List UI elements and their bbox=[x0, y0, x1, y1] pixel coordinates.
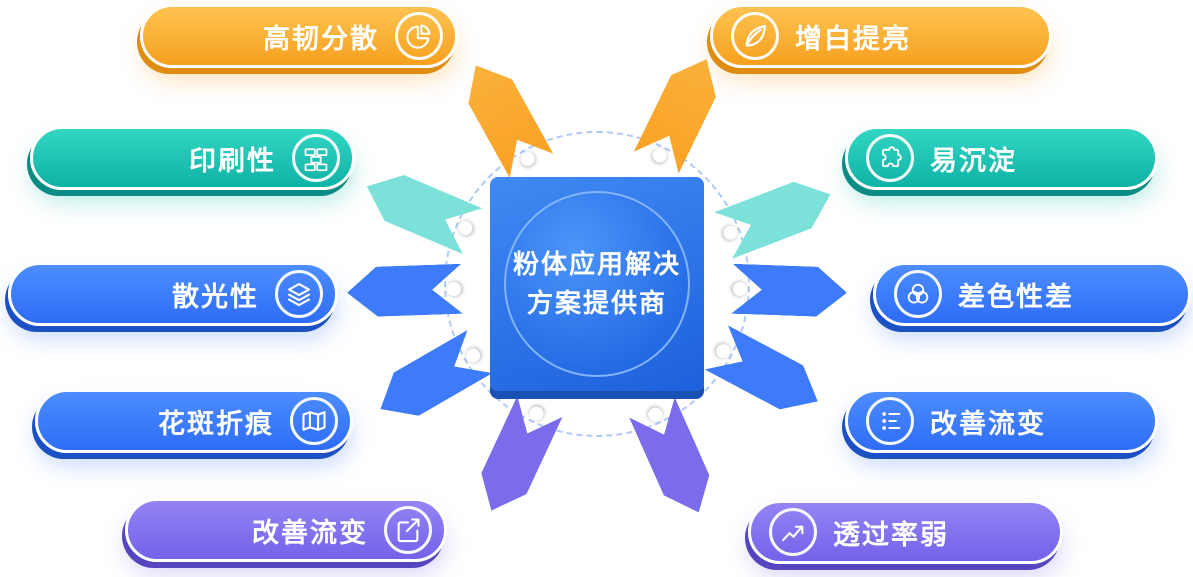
pill-label: 改善流变 bbox=[930, 408, 1046, 439]
pill-label: 差色性差 bbox=[958, 281, 1074, 312]
map-icon bbox=[290, 397, 338, 445]
pill-label: 高韧分散 bbox=[263, 23, 379, 54]
pill-label: 易沉淀 bbox=[930, 145, 1017, 176]
center-title-line1: 粉体应用解决 bbox=[512, 249, 681, 279]
pill-sedimentation: 易沉淀 bbox=[845, 126, 1158, 190]
bricks-icon bbox=[292, 134, 340, 182]
leaf-icon bbox=[731, 12, 779, 60]
pill-label: 印刷性 bbox=[189, 145, 276, 176]
pill-color-difference: 差色性差 bbox=[873, 262, 1191, 326]
puzzle-icon bbox=[866, 134, 914, 182]
pill-label: 散光性 bbox=[172, 281, 259, 312]
layers-icon bbox=[275, 270, 323, 318]
pill-printability: 印刷性 bbox=[30, 126, 355, 190]
pill-mottle-crease: 花斑折痕 bbox=[35, 389, 353, 453]
center-square: 粉体应用解决 方案提供商 bbox=[490, 177, 704, 391]
pie-chart-icon bbox=[395, 12, 443, 60]
dashed-ring bbox=[444, 131, 750, 437]
pill-whitening: 增白提亮 bbox=[710, 4, 1052, 68]
pill-label: 改善流变 bbox=[252, 517, 368, 548]
pill-rheology-right: 改善流变 bbox=[845, 389, 1158, 453]
center-circle: 粉体应用解决 方案提供商 bbox=[504, 191, 690, 377]
pill-transmittance: 透过率弱 bbox=[748, 500, 1063, 564]
pill-label: 增白提亮 bbox=[795, 23, 911, 54]
pill-label: 透过率弱 bbox=[833, 519, 949, 550]
color-circles-icon bbox=[894, 270, 942, 318]
pill-light-scattering: 散光性 bbox=[8, 262, 338, 326]
trend-icon bbox=[769, 508, 817, 556]
pill-rheology-left: 改善流变 bbox=[125, 498, 447, 562]
pill-dispersion: 高韧分散 bbox=[140, 4, 458, 68]
pill-label: 花斑折痕 bbox=[158, 408, 274, 439]
center-title-line2: 方案提供商 bbox=[526, 288, 667, 318]
tune-icon bbox=[866, 397, 914, 445]
edit-icon bbox=[384, 506, 432, 554]
